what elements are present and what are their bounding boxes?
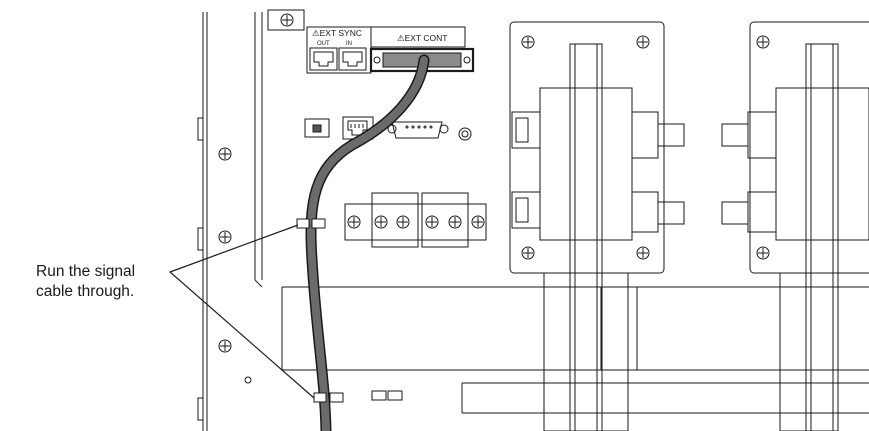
busbar-bracket-1	[509, 21, 685, 431]
screw-icon	[218, 339, 232, 353]
screw-icon	[756, 35, 770, 49]
terminal-screw-icon	[448, 215, 462, 229]
cable-clamp-upper	[296, 218, 326, 229]
callout-leader-lines	[168, 224, 315, 399]
signal-cable	[305, 54, 430, 431]
screw-icon	[636, 246, 650, 260]
terminal-screw-icon	[396, 215, 410, 229]
terminal-block	[344, 192, 487, 248]
usb-port-icon	[304, 118, 330, 138]
screw-icon	[636, 35, 650, 49]
terminal-screw-icon	[374, 215, 388, 229]
ext-sync-out-label: OUT	[317, 41, 330, 47]
ground-terminal-icon	[458, 127, 472, 141]
panel-screws	[218, 9, 305, 384]
screw-icon	[218, 147, 232, 161]
screw-icon	[756, 246, 770, 260]
serial-port-icon	[387, 121, 449, 139]
ext-sync-label: ⚠EXT SYNC	[312, 28, 362, 38]
callout-text: Run the signal cable through.	[36, 262, 176, 302]
screw-icon	[218, 230, 232, 244]
terminal-screw-icon	[425, 215, 439, 229]
screw-icon	[521, 246, 535, 260]
terminal-screw-icon	[471, 215, 485, 229]
callout-line-2: cable through.	[36, 283, 135, 300]
screw-icon	[521, 35, 535, 49]
cable-clamp-lower	[313, 392, 344, 403]
ext-cont-label: ⚠EXT CONT	[397, 33, 447, 43]
chassis-left-edge	[197, 12, 208, 431]
ext-sync-in-label: IN	[346, 41, 352, 47]
terminal-screw-icon	[347, 215, 361, 229]
back-panel	[206, 12, 263, 431]
callout-line-1: Run the signal	[36, 263, 136, 280]
busbar-bracket-2	[721, 21, 869, 431]
ext-sync-ports: ⚠EXT SYNC OUT IN	[306, 26, 372, 74]
screw-icon	[280, 13, 294, 27]
